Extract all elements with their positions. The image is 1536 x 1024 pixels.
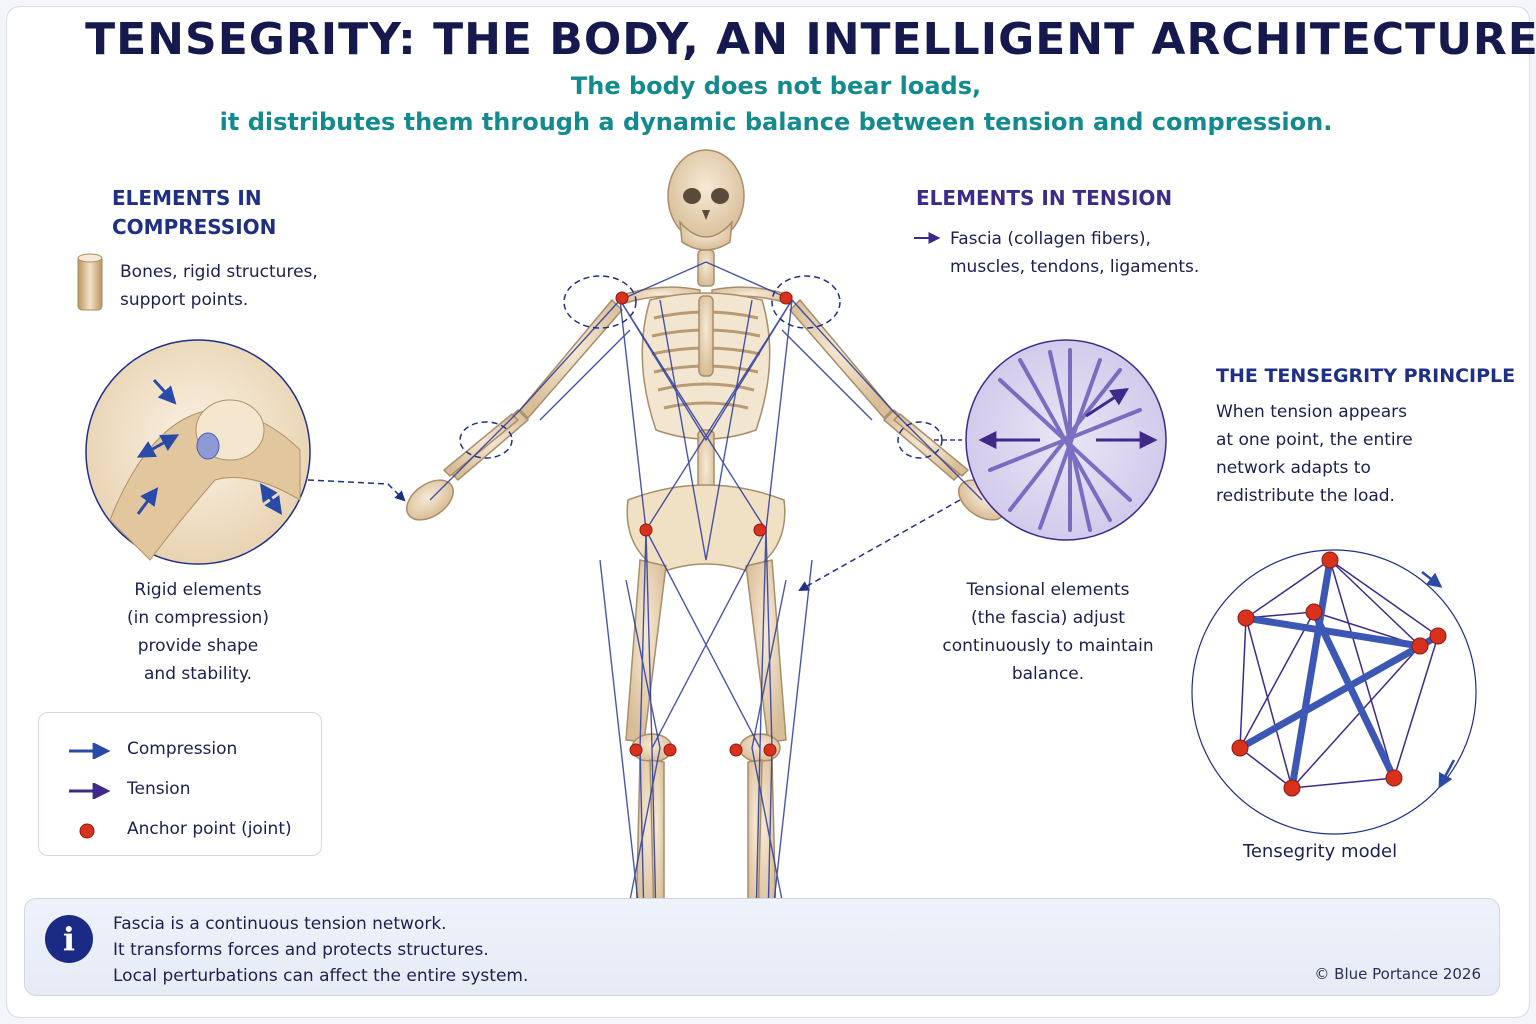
tension-caption-line-2: (the fascia) adjust [971,608,1125,628]
tension-caption-line-3: continuously to maintain [942,636,1154,656]
legend-label-anchor: Anchor point (joint) [127,819,292,839]
anchor-point-icon [79,823,95,839]
principle-line-1: When tension appears [1216,402,1408,422]
compression-desc-line-1: Bones, rigid structures, [120,262,318,282]
tension-arrow-icon [69,783,111,799]
principle-description: When tension appears at one point, the e… [1216,398,1413,510]
copyright-text: © Blue Portance 2026 [1314,965,1481,983]
bone-cylinder-icon [77,253,103,311]
skeleton-figure [406,149,1006,973]
joint-closeup-circle [85,339,311,565]
tensegrity-model-diagram [1191,549,1477,835]
shoulder-highlights [459,275,943,459]
info-text: Fascia is a continuous tension network. … [113,911,528,989]
tension-desc-line-1: Fascia (collagen fibers), [950,229,1151,249]
principle-line-3: network adapts to [1216,458,1371,478]
compression-caption: Rigid elements (in compression) provide … [98,576,298,688]
tension-caption-line-4: balance. [1011,664,1085,684]
legend-label-compression: Compression [127,739,238,759]
fascia-fiber-closeup-circle [934,339,1167,541]
tension-caption: Tensional elements (the fascia) adjust c… [930,576,1166,688]
info-line-1: Fascia is a continuous tension network. [113,914,447,934]
info-line-2: It transforms forces and protects struct… [113,940,489,960]
fiber-callout-line [798,499,961,592]
joint-callout-line [307,479,406,502]
principle-line-4: redistribute the load. [1216,486,1395,506]
compression-caption-line-3: provide shape [137,636,259,656]
principle-heading: THE TENSEGRITY PRINCIPLE [1216,365,1516,387]
tension-heading: ELEMENTS IN TENSION [916,186,1173,210]
info-line-3: Local perturbations can affect the entir… [113,966,529,986]
legend-label-tension: Tension [127,779,191,799]
compression-description: Bones, rigid structures, support points. [120,258,318,314]
compression-heading: ELEMENTS IN COMPRESSION [112,184,276,242]
compression-heading-line-1: ELEMENTS IN [112,186,262,210]
compression-heading-line-2: COMPRESSION [112,215,277,239]
body-anchor-points [615,291,793,757]
principle-line-2: at one point, the entire [1216,430,1413,450]
info-icon: i [45,915,93,963]
tension-caption-line-1: Tensional elements [966,580,1130,600]
compression-arrow-icon [69,743,111,759]
subtitle-line-1: The body does not bear loads, [570,72,982,100]
info-bar: i Fascia is a continuous tension network… [24,898,1500,996]
compression-caption-line-4: and stability. [144,664,252,684]
compression-desc-line-2: support points. [120,290,249,310]
tensegrity-model-caption: Tensegrity model [1242,841,1398,862]
page-title: TENSEGRITY: THE BODY, AN INTELLIGENT ARC… [85,14,1536,65]
legend-box: Compression Tension Anchor point (joint) [38,712,322,856]
tension-description: Fascia (collagen fibers), muscles, tendo… [950,225,1199,281]
compression-caption-line-1: Rigid elements [134,580,262,600]
compression-caption-line-2: (in compression) [127,608,269,628]
subtitle-line-2: it distributes them through a dynamic ba… [219,108,1333,136]
tension-desc-line-2: muscles, tendons, ligaments. [950,257,1200,277]
